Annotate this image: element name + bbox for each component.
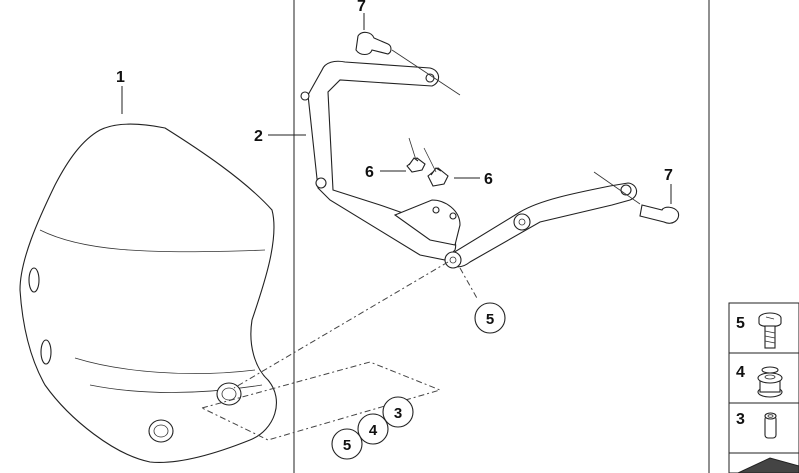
- windscreen-part: [19, 123, 277, 463]
- svg-text:5: 5: [486, 311, 494, 328]
- screw-icon: [758, 312, 782, 349]
- callout-7-right: 7: [664, 167, 673, 184]
- legend-box-extra: [728, 452, 799, 473]
- circle-callout-4: 4: [357, 413, 389, 445]
- callout-6-right: 6: [484, 171, 493, 188]
- grommet-icon: [757, 366, 783, 398]
- circle-callout-3: 3: [382, 396, 414, 428]
- bolt-part-top: [355, 31, 392, 56]
- svg-text:5: 5: [343, 437, 351, 454]
- hardware-outline: [200, 361, 442, 441]
- legend-label-4: 4: [736, 364, 745, 381]
- callout-2: 2: [254, 128, 263, 145]
- bolt-part-right: [639, 204, 680, 224]
- clip-part-right: [427, 167, 449, 187]
- assembly-line-2: [459, 267, 479, 301]
- callout-7-top: 7: [357, 0, 366, 15]
- svg-text:3: 3: [394, 405, 402, 422]
- callout-6-left: 6: [365, 164, 374, 181]
- svg-text:4: 4: [369, 422, 378, 439]
- sleeve-icon: [764, 412, 777, 439]
- legend-panel: 5 4 3: [728, 302, 799, 473]
- legend-label-5: 5: [736, 315, 745, 332]
- circle-callout-5: 5: [331, 428, 363, 460]
- wedge-icon: [737, 457, 799, 473]
- circle-callout-5-bracket: 5: [474, 302, 506, 334]
- callout-1: 1: [116, 69, 125, 86]
- bracket-part: [300, 60, 638, 269]
- clip-part-left: [406, 157, 426, 173]
- legend-label-3: 3: [736, 411, 745, 428]
- assembly-line: [233, 261, 449, 389]
